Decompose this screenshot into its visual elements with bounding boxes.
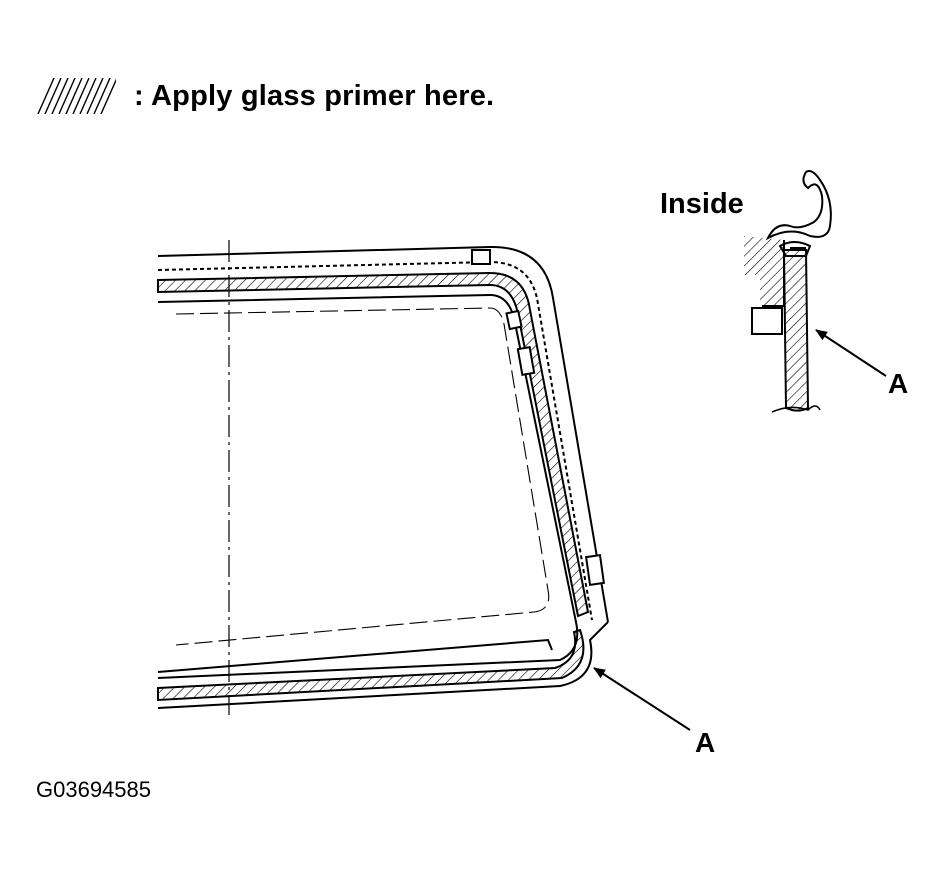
label-inside: Inside (660, 188, 744, 220)
spacer-right-lower (584, 554, 606, 586)
section-molding (765, 170, 832, 241)
section-spacer-block (751, 307, 783, 335)
spacer-top (471, 249, 491, 265)
section-glass-pane (782, 249, 810, 412)
legend-text: : Apply glass primer here. (134, 79, 495, 112)
primer-band-upper (157, 271, 590, 618)
molding-dashed-line (157, 260, 593, 621)
body-panel-section (744, 236, 784, 306)
callout-arrow-main (593, 667, 691, 731)
glass-outer-edge (157, 293, 579, 679)
glass-lower-inner-strip (157, 638, 553, 673)
primer-band-lower (157, 628, 585, 702)
figure-code: G03694585 (36, 777, 151, 802)
callout-arrow-detail (815, 329, 887, 377)
molding-bottom-edge (157, 621, 609, 709)
label-a-main: A (695, 727, 716, 758)
spacer-right-upper (505, 309, 523, 331)
molding-outer-edge (157, 245, 609, 623)
legend: : Apply glass primer here. (36, 76, 494, 116)
glass-inner-dashed-outline (175, 307, 550, 646)
label-a-detail: A (888, 368, 909, 399)
cross-section-detail (744, 170, 887, 413)
hatch-swatch-icon (37, 78, 116, 114)
spacer-right-mid (516, 345, 536, 377)
